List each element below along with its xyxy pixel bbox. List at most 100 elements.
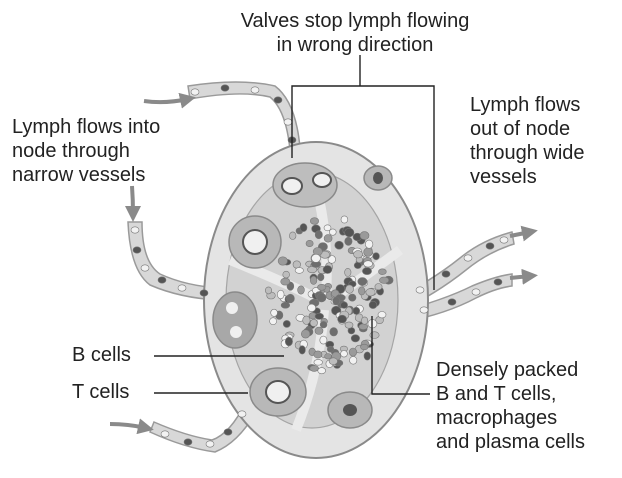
- vessel-cell: [486, 243, 494, 249]
- cell: [361, 317, 367, 324]
- cell: [345, 322, 353, 328]
- follicle-upper-right: [364, 166, 392, 190]
- cell: [361, 344, 369, 350]
- vessel-cell: [494, 279, 502, 285]
- cell: [353, 307, 360, 314]
- cell: [370, 332, 379, 339]
- vessel-cell: [191, 89, 199, 95]
- cell: [366, 289, 375, 296]
- vessel-cell: [464, 255, 472, 261]
- vessel-cell: [224, 429, 232, 435]
- cell: [341, 216, 348, 223]
- cell: [350, 356, 357, 364]
- cell: [283, 271, 290, 278]
- cell: [359, 324, 368, 330]
- vessel-cell: [416, 287, 424, 293]
- cell: [320, 321, 327, 328]
- cell: [360, 232, 369, 240]
- cell: [317, 293, 326, 302]
- cell: [306, 240, 313, 246]
- cell: [330, 328, 338, 336]
- cell: [346, 285, 354, 293]
- cell: [281, 278, 290, 285]
- cell: [373, 253, 380, 260]
- cell: [300, 224, 307, 232]
- cell: [301, 330, 310, 338]
- label-valves: Valves stop lymph flowing in wrong direc…: [150, 9, 560, 57]
- cell: [362, 268, 371, 275]
- vessel-cell: [161, 431, 169, 437]
- cell: [338, 315, 347, 323]
- cell: [318, 273, 324, 280]
- arrow-out-upper: [510, 232, 530, 236]
- cell: [327, 346, 334, 352]
- cell: [378, 312, 386, 318]
- vessel-cell: [274, 97, 282, 103]
- vessel-cell: [158, 277, 166, 283]
- vessel-cell: [184, 439, 192, 445]
- cell: [345, 228, 354, 237]
- cell: [285, 337, 292, 346]
- cell: [310, 218, 318, 225]
- afferent-vessel-top: [188, 82, 300, 150]
- cell: [265, 287, 271, 294]
- cell: [333, 297, 340, 305]
- cell: [349, 294, 356, 301]
- cell: [324, 235, 332, 243]
- vessel-cell: [420, 307, 428, 313]
- arrow-in-left: [132, 186, 133, 214]
- label-flow-out: Lymph flows out of node through wide ves…: [470, 93, 585, 189]
- vessel-cell: [131, 227, 139, 233]
- follicle-top: [273, 163, 337, 207]
- cell: [354, 251, 363, 258]
- vessel-cell: [472, 289, 480, 295]
- cell: [315, 327, 323, 334]
- cell: [345, 268, 351, 276]
- follicle-left: [213, 292, 257, 348]
- cell: [277, 290, 284, 299]
- label-densely-packed: Densely packed B and T cells, macrophage…: [436, 358, 585, 454]
- cell: [278, 257, 287, 265]
- vessel-cell: [251, 87, 259, 93]
- vessel-cell: [500, 237, 508, 243]
- cell: [349, 348, 356, 356]
- vessel-cell: [178, 285, 186, 291]
- vessel-cell: [284, 119, 292, 125]
- arrow-in-bottom: [110, 424, 146, 428]
- cell: [364, 352, 371, 360]
- cell: [369, 301, 377, 308]
- cell: [379, 269, 387, 275]
- cell: [375, 284, 382, 290]
- cell: [320, 336, 327, 344]
- cell: [315, 231, 322, 239]
- cell: [358, 278, 367, 286]
- label-b-cells: B cells: [72, 343, 131, 367]
- vessel-cell: [133, 247, 141, 253]
- cell: [335, 241, 344, 249]
- cell: [323, 266, 332, 274]
- cell: [325, 354, 332, 360]
- cell: [295, 268, 303, 274]
- vessel-cell: [221, 85, 229, 91]
- cell: [358, 287, 365, 295]
- cell: [364, 248, 373, 257]
- arrow-in-top: [144, 99, 188, 102]
- cell: [379, 277, 388, 283]
- cell: [354, 262, 361, 268]
- follicle-upper-left: [229, 216, 281, 268]
- cell: [312, 254, 321, 262]
- cell: [286, 294, 294, 303]
- cell: [298, 286, 305, 294]
- vessel-cell: [200, 290, 208, 296]
- vessel-cell: [442, 271, 450, 277]
- vessel-cell: [141, 265, 149, 271]
- cell: [310, 365, 319, 371]
- cell: [314, 359, 323, 365]
- cell: [364, 261, 373, 267]
- cell: [299, 346, 305, 354]
- cell: [308, 304, 316, 312]
- cell: [271, 309, 278, 316]
- cell: [345, 237, 352, 245]
- label-flow-in: Lymph flows into node through narrow ves…: [12, 115, 160, 187]
